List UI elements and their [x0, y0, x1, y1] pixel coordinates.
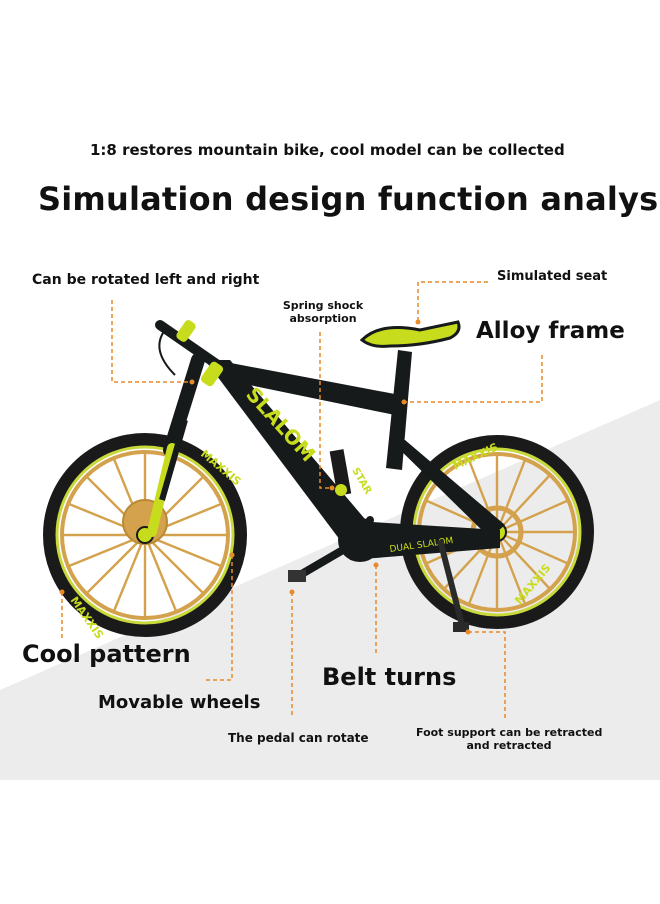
callout-spring-shock: Spring shock absorption	[278, 299, 368, 325]
front-wheel: MAXXIS MAXXIS	[43, 433, 247, 641]
callout-stand-line1: Foot support can be retracted	[416, 726, 603, 739]
subtitle: 1:8 restores mountain bike, cool model c…	[90, 141, 565, 159]
callout-stand: Foot support can be retracted and retrac…	[416, 726, 602, 752]
callout-rotate-handlebar: Can be rotated left and right	[32, 272, 260, 288]
callout-spring-shock-line2: absorption	[289, 312, 357, 325]
callout-seat: Simulated seat	[497, 269, 608, 284]
rear-shock: STAR	[329, 449, 373, 497]
bike-seat	[359, 320, 461, 348]
callout-spring-shock-line1: Spring shock	[282, 299, 364, 312]
callout-belt: Belt turns	[322, 663, 457, 691]
crankset	[288, 516, 374, 582]
callout-pedal: The pedal can rotate	[228, 731, 369, 745]
callout-stand-line2: and retracted	[466, 739, 552, 752]
callout-pattern: Cool pattern	[22, 640, 191, 668]
kickstand	[437, 539, 469, 632]
page-title: Simulation design function analysis	[38, 180, 660, 218]
callout-wheels: Movable wheels	[98, 692, 261, 713]
shock-text: STAR	[349, 466, 373, 497]
callout-frame: Alloy frame	[476, 318, 625, 344]
front-fork	[147, 353, 205, 537]
